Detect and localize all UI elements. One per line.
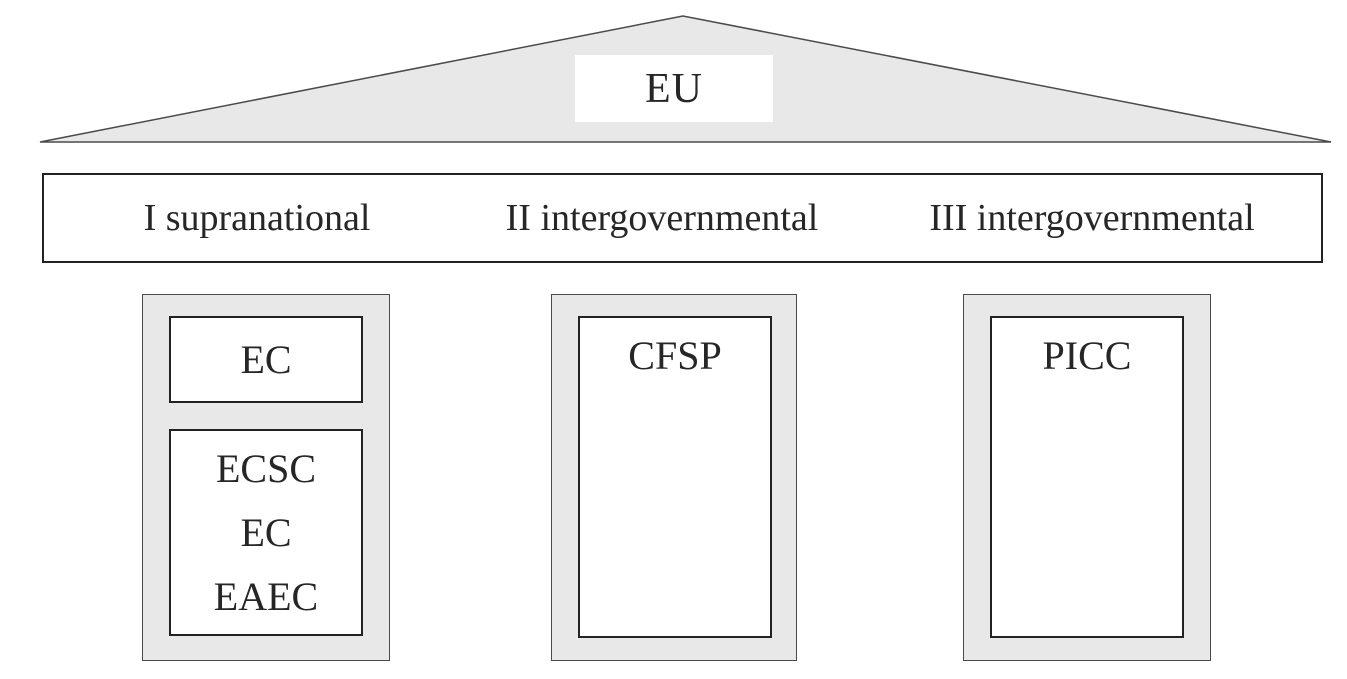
pillar-1-ecsc-label: ECSC xyxy=(215,445,317,491)
pediment-label-box: EU xyxy=(575,55,773,122)
band-label-intergovernmental-2: II intergovernmental xyxy=(505,197,819,239)
pillar-2: CFSP xyxy=(551,294,797,661)
pillar-1-eaec-label: EAEC xyxy=(213,573,319,619)
pillar-1-ec2-label: EC xyxy=(240,509,292,555)
pillar-1: EC ECSC EC EAEC xyxy=(142,294,390,661)
band-label-intergovernmental-3: III intergovernmental xyxy=(929,197,1255,239)
architrave-band: I supranational II intergovernmental III… xyxy=(42,173,1323,263)
pillar-1-box-ec: EC xyxy=(169,316,363,403)
pillar-2-cfsp-label: CFSP xyxy=(628,333,722,378)
pillar-3-box-picc: PICC xyxy=(990,316,1184,638)
band-label-supranational: I supranational xyxy=(143,197,371,239)
pillar-1-box-communities: ECSC EC EAEC xyxy=(169,429,363,636)
pillar-1-ec-label: EC xyxy=(240,337,292,382)
pillar-3: PICC xyxy=(963,294,1211,661)
pillar-2-box-cfsp: CFSP xyxy=(578,316,772,638)
pillar-3-picc-label: PICC xyxy=(1042,333,1132,378)
eu-label: EU xyxy=(645,65,703,112)
